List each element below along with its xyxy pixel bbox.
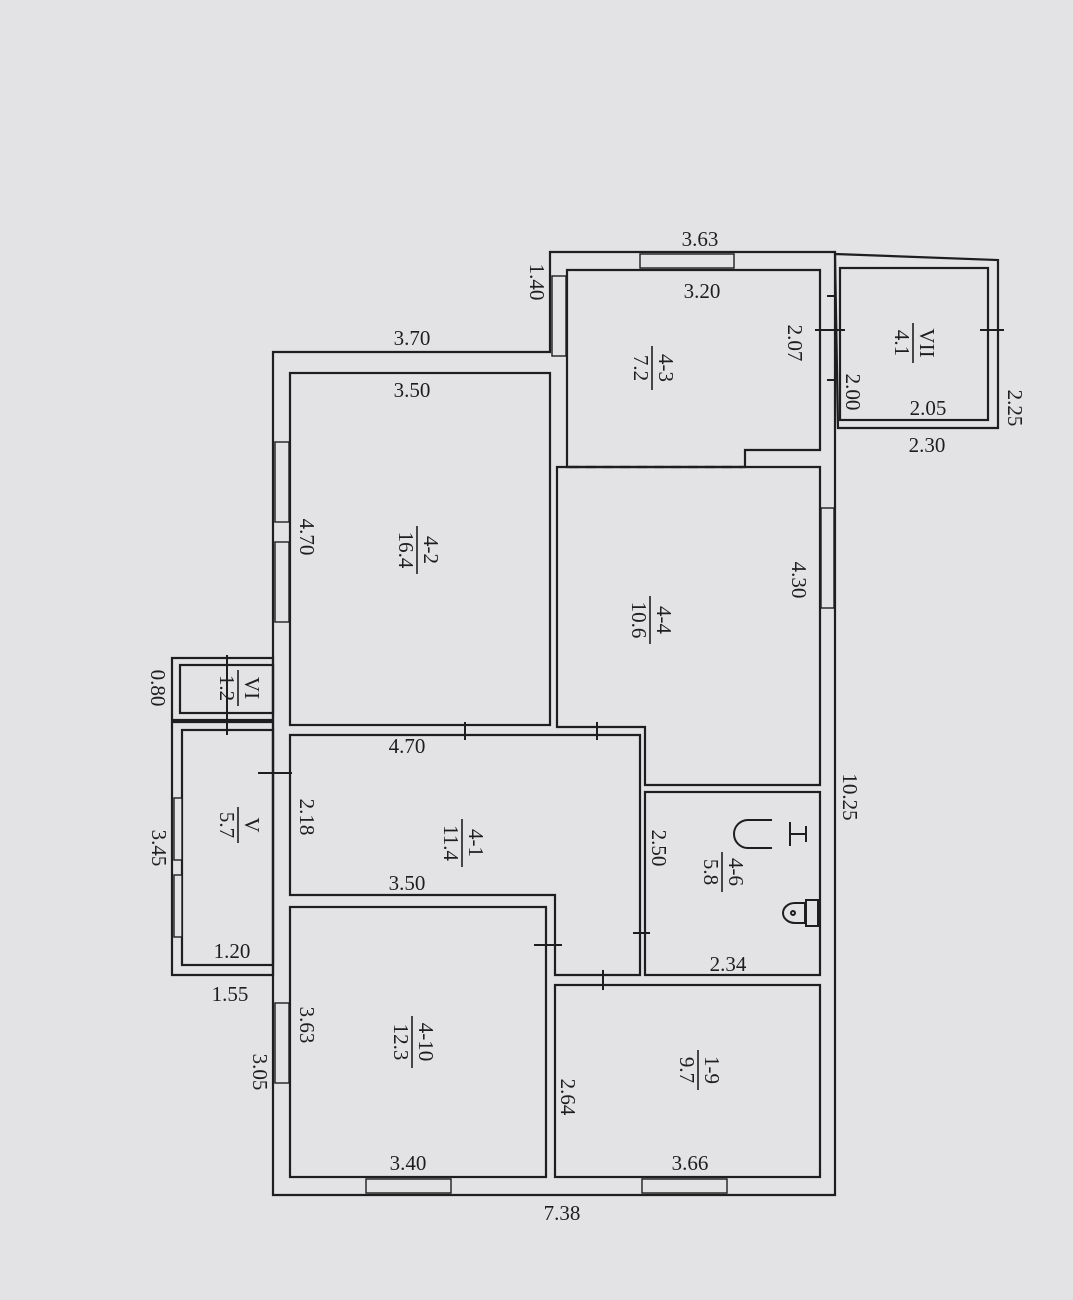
room-vii-wall	[838, 266, 990, 422]
svg-text:1-9: 1-9	[700, 1056, 724, 1084]
window	[274, 541, 290, 623]
svg-text:VI: VI	[240, 677, 264, 699]
dimension-label: 3.66	[672, 1151, 709, 1175]
dimension-label: 2.18	[295, 799, 319, 836]
dimension-label: 3.70	[394, 326, 431, 350]
room-label-4-1: 4-111.4	[439, 819, 488, 867]
svg-text:11.4: 11.4	[439, 825, 463, 861]
room-label-v: V5.7	[215, 807, 264, 843]
dimension-label: 3.40	[390, 1151, 427, 1175]
svg-text:4-3: 4-3	[654, 354, 678, 382]
dimension-label: 2.64	[556, 1079, 580, 1116]
dimension-label: 1.20	[214, 939, 251, 963]
dimension-label: 3.20	[684, 279, 721, 303]
windows	[173, 253, 835, 1194]
window	[551, 275, 567, 357]
dimension-label: 4.70	[295, 519, 319, 556]
dimension-label: 2.30	[909, 433, 946, 457]
dimension-label: 2.05	[910, 396, 947, 420]
svg-text:1.2: 1.2	[215, 675, 239, 701]
svg-text:16.4: 16.4	[394, 532, 418, 569]
svg-text:5.8: 5.8	[699, 859, 723, 885]
dimension-label: 2.34	[710, 952, 747, 976]
room-4-6-wall	[643, 790, 822, 977]
svg-text:5.7: 5.7	[215, 812, 239, 838]
svg-text:12.3: 12.3	[389, 1024, 413, 1061]
room-label-4-3: 4-37.2	[629, 346, 678, 390]
room-v-outer	[170, 720, 275, 977]
dimensions: 3.63 1.40 3.20 3.70 3.50 2.07 2.00 2.05 …	[146, 227, 1027, 1225]
room-v-wall	[180, 728, 275, 967]
outer-wall	[271, 250, 837, 1197]
window	[274, 441, 290, 523]
window	[274, 1002, 290, 1084]
dimension-label: 3.50	[394, 378, 431, 402]
room-4-2-wall	[288, 371, 552, 727]
dimension-label: 1.55	[212, 982, 249, 1006]
door-marks	[226, 295, 1004, 990]
svg-text:4-2: 4-2	[419, 536, 443, 564]
room-label-1-9: 1-99.7	[675, 1050, 724, 1090]
dimension-label: 4.70	[389, 734, 426, 758]
dimension-label: 2.50	[647, 830, 671, 867]
window	[639, 253, 735, 269]
room-label-4-6: 4-65.8	[699, 852, 748, 892]
room-4-10-wall	[288, 905, 548, 1179]
toilet-icon	[782, 899, 819, 927]
dimension-label: 3.63	[682, 227, 719, 251]
svg-text:7.2: 7.2	[629, 355, 653, 381]
room-label-4-4: 4-410.6	[627, 596, 676, 644]
svg-text:10.6: 10.6	[627, 602, 651, 639]
svg-text:9.7: 9.7	[675, 1057, 699, 1083]
dimension-label: 3.50	[389, 871, 426, 895]
dimension-label: 3.05	[248, 1054, 272, 1091]
balcony-vii-outer	[833, 252, 1000, 430]
svg-text:4.1: 4.1	[890, 330, 914, 356]
dimension-label: 0.80	[146, 670, 170, 707]
svg-text:4-10: 4-10	[414, 1023, 438, 1062]
dimension-label: 1.40	[525, 264, 549, 301]
svg-text:4-6: 4-6	[724, 858, 748, 886]
dimension-label: 2.00	[841, 374, 865, 411]
window	[173, 797, 183, 861]
room-4-1-wall	[288, 733, 642, 977]
window	[641, 1178, 728, 1194]
dimension-label: 4.30	[787, 562, 811, 599]
dimension-label: 2.25	[1003, 390, 1027, 427]
svg-text:V: V	[240, 817, 264, 832]
room-4-4-wall	[555, 465, 822, 787]
room-label-4-2: 4-216.4	[394, 526, 443, 574]
room-1-9-wall	[553, 983, 822, 1179]
bathtub-icon	[733, 819, 807, 849]
svg-text:VII: VII	[915, 328, 939, 357]
window	[820, 507, 835, 609]
dimension-label: 10.25	[838, 773, 862, 820]
svg-text:4-1: 4-1	[464, 829, 488, 857]
room-label-vi: VI1.2	[215, 670, 264, 706]
window	[365, 1178, 452, 1194]
window	[173, 874, 183, 938]
dimension-label: 7.38	[544, 1201, 581, 1225]
dimension-label: 3.63	[295, 1007, 319, 1044]
dimension-label: 3.45	[147, 830, 171, 867]
dimension-label: 2.07	[783, 325, 807, 362]
svg-text:4-4: 4-4	[652, 606, 676, 634]
